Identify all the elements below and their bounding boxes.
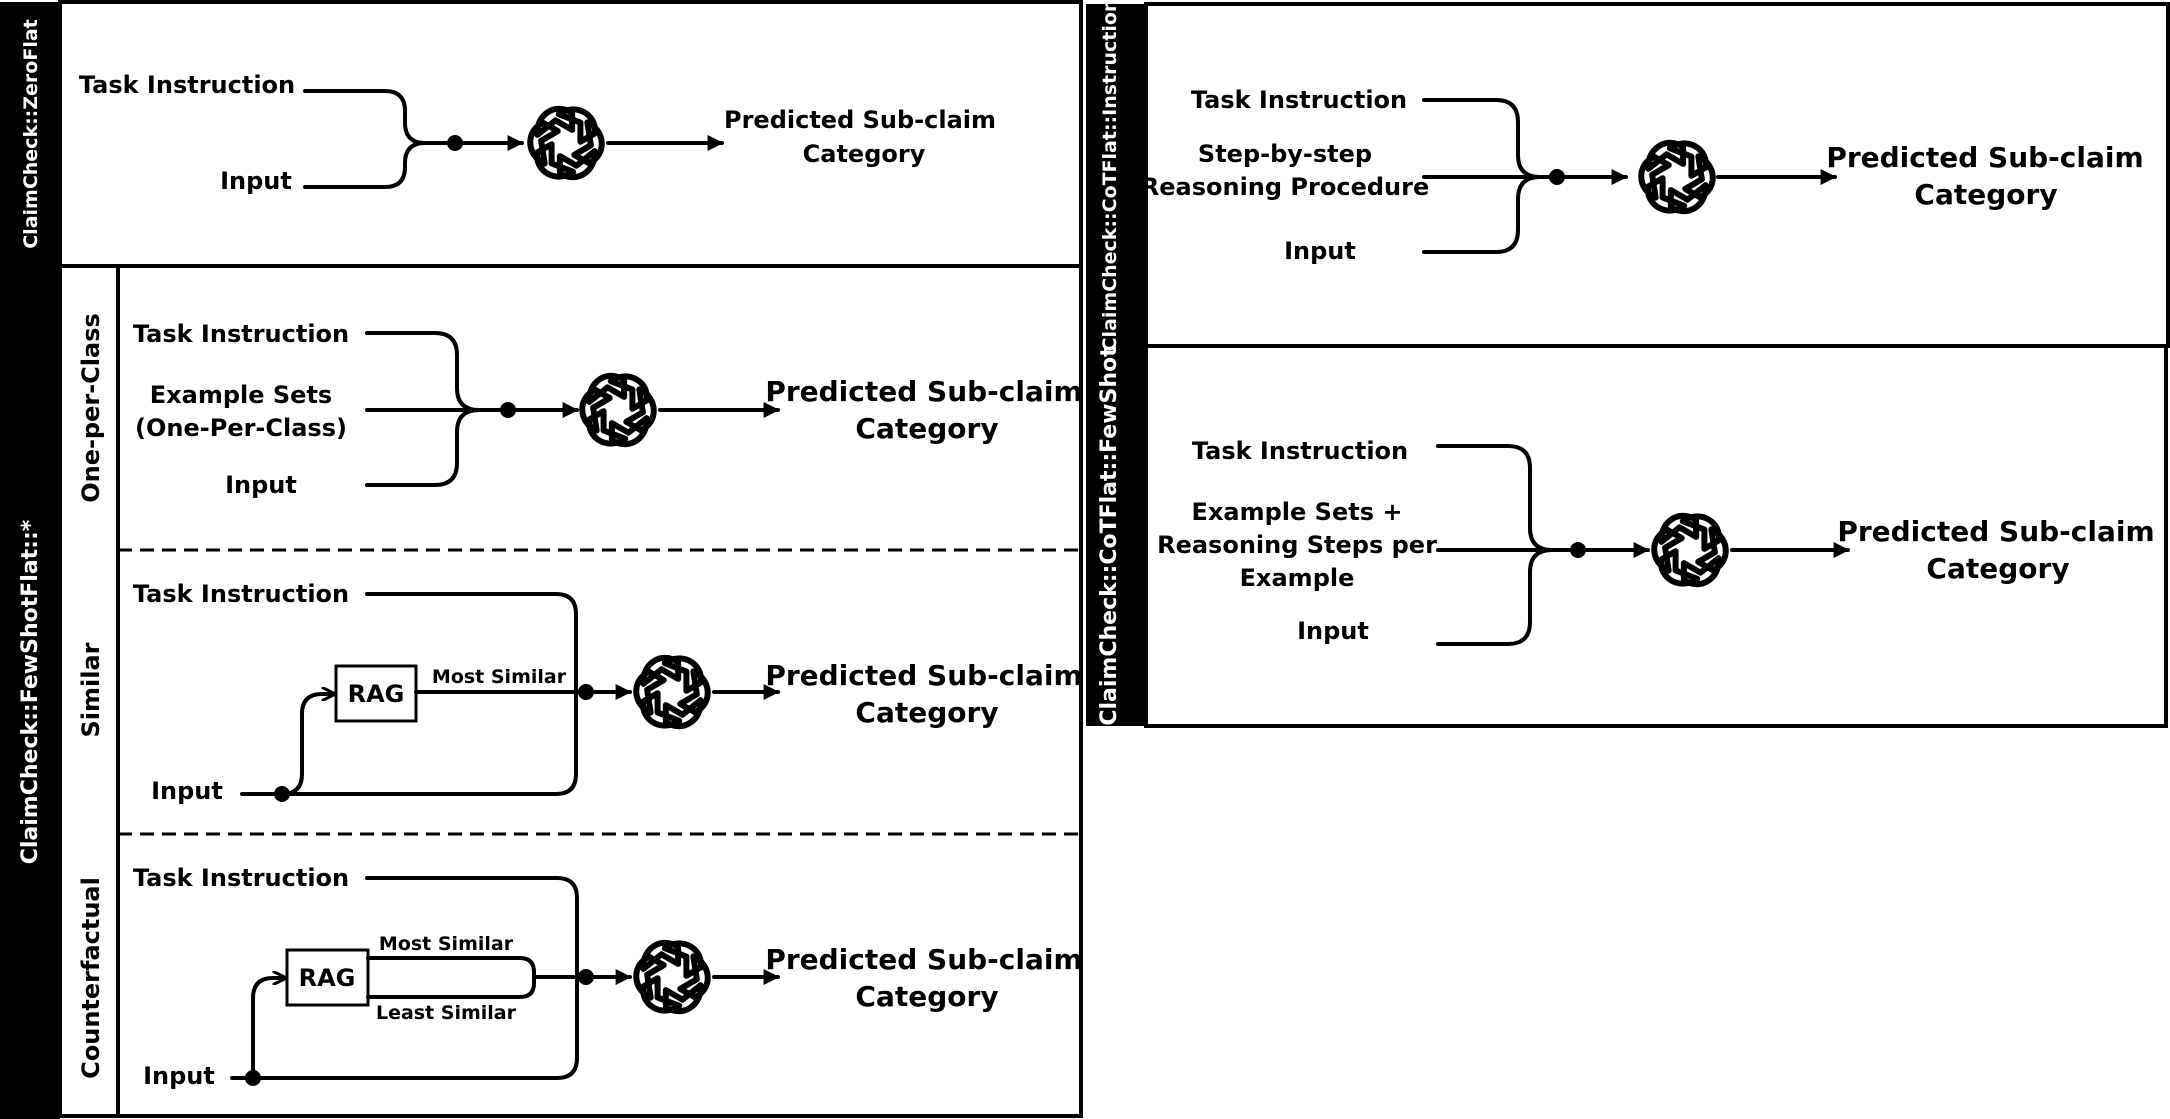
most-similar-label: Most Similar (432, 666, 567, 688)
rag-label: RAG (348, 680, 405, 708)
merge-connector (1422, 98, 1542, 179)
most-similar-label: Most Similar (379, 933, 514, 955)
example-sets-label-line2: (One-Per-Class) (135, 414, 347, 442)
input-label: Input (143, 1062, 215, 1090)
output-label-line2: Category (855, 412, 998, 445)
rag-label: RAG (299, 964, 356, 992)
input-label: Input (151, 777, 223, 805)
zeroflat-side-bar (0, 2, 60, 266)
openai-logo-icon (628, 650, 715, 734)
cot-instruction-panel: Task Instruction Step-by-step Reasoning … (1141, 86, 2144, 265)
cot-fewshot-side-bar (1086, 346, 1146, 726)
output-label-line1: Predicted Sub-claim (765, 375, 1082, 408)
openai-logo-icon (574, 368, 661, 452)
rag-box (285, 948, 370, 1007)
output-label-line2: Category (1926, 552, 2069, 585)
merge-connector (1436, 444, 1554, 552)
output-label-line2: Category (855, 696, 998, 729)
step-by-step-label: Step-by-step (1198, 140, 1372, 168)
openai-logo-icon (1633, 135, 1720, 219)
openai-logo-icon (522, 101, 609, 185)
output-label-line2: Category (855, 980, 998, 1013)
one-per-class-sub-label: One-per-Class (77, 313, 105, 503)
least-similar-label: Least Similar (376, 1002, 517, 1024)
output-label-line2: Category (1914, 178, 2057, 211)
fewshotflat-side-bar (0, 266, 60, 1119)
zeroflat-side-label: ClaimCheck::ZeroFlat (20, 19, 42, 249)
task-instruction-label: Task Instruction (1192, 437, 1408, 465)
counterfactual-panel: Task Instruction Input RAG Most Similar … (133, 864, 1083, 1090)
openai-logo-icon (1646, 508, 1733, 592)
zeroflat-panel: Task Instruction Input Predicted Sub-cla… (79, 71, 996, 195)
output-label-line1: Predicted Sub-claim (1837, 515, 2154, 548)
cot-instruction-side-bar (1086, 4, 1146, 346)
counterfactual-sub-label: Counterfactual (77, 877, 105, 1079)
output-label-line1: Predicted Sub-claim (724, 106, 996, 134)
input-label: Input (225, 471, 297, 499)
merge-connector (365, 331, 481, 412)
task-instruction-label: Task Instruction (133, 864, 349, 892)
example-sets-label-line2: Reasoning Steps per (1157, 531, 1437, 559)
task-instruction-label: Task Instruction (79, 71, 295, 99)
example-sets-label-line3: Example (1240, 564, 1355, 592)
similar-sub-label: Similar (77, 642, 105, 737)
cot-fewshot-panel: Task Instruction Example Sets + Reasonin… (1157, 437, 2155, 646)
cot-instruction-side-label: ClaimCheck::CoTFlat::Instruction (1099, 0, 1121, 351)
task-instruction-label: Task Instruction (133, 580, 349, 608)
output-label-line2: Category (803, 140, 926, 168)
input-label: Input (220, 167, 292, 195)
merge-connector (303, 89, 457, 145)
cot-fewshot-side-label: ClaimCheck::CoTFlat::FewShot (1097, 346, 1122, 726)
example-sets-label: Example Sets + (1192, 498, 1403, 526)
step-by-step-label-line2: Reasoning Procedure (1141, 173, 1429, 201)
similar-panel: Task Instruction Input RAG Most Similar … (133, 580, 1083, 805)
input-label: Input (1284, 237, 1356, 265)
output-label-line1: Predicted Sub-claim (1826, 141, 2143, 174)
task-instruction-label: Task Instruction (1191, 86, 1407, 114)
example-sets-label: Example Sets (150, 381, 332, 409)
output-label-line1: Predicted Sub-claim (765, 943, 1082, 976)
one-per-class-panel: Task Instruction Example Sets (One-Per-C… (133, 320, 1083, 499)
task-instruction-label: Task Instruction (133, 320, 349, 348)
input-label: Input (1297, 617, 1369, 645)
output-label-line1: Predicted Sub-claim (765, 659, 1082, 692)
openai-logo-icon (628, 935, 715, 1019)
fewshotflat-side-label: ClaimCheck::FewShotFlat::* (18, 519, 43, 864)
